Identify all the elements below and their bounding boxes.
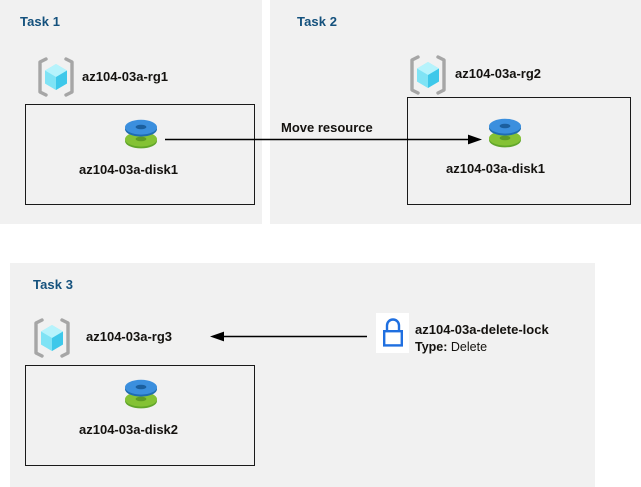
lock-label: az104-03a-delete-lock	[415, 322, 549, 337]
task-2-resource-label: az104-03a-disk1	[446, 161, 546, 176]
task-3-title: Task 3	[33, 277, 74, 292]
move-resource-label: Move resource	[281, 120, 373, 135]
task-1-panel	[0, 0, 262, 224]
task-3-panel	[10, 263, 595, 487]
lock-type-value: Delete	[447, 340, 488, 354]
managed-disk-icon	[122, 114, 160, 154]
task-3-resource-label: az104-03a-disk2	[79, 422, 179, 437]
task-1-resource-group-label: az104-03a-rg1	[82, 69, 168, 84]
lock-type-key: Type:	[415, 340, 448, 354]
task-3-resource-group-label: az104-03a-rg3	[86, 329, 172, 344]
lock-icon	[378, 315, 408, 351]
task-3-resource-box	[25, 365, 255, 466]
lock-type-row: Type: Delete	[415, 340, 487, 354]
managed-disk-icon	[486, 113, 524, 153]
task-2-resource-group-label: az104-03a-rg2	[455, 66, 541, 81]
task-2-title: Task 2	[297, 14, 338, 29]
task-1-title: Task 1	[20, 14, 61, 29]
task-2-panel	[270, 0, 641, 224]
task-1-resource-box	[25, 104, 255, 205]
resource-group-icon	[408, 54, 448, 96]
lock-to-resource-group-arrow	[205, 327, 370, 347]
resource-group-icon	[36, 56, 76, 98]
managed-disk-icon	[122, 374, 160, 414]
task-1-resource-label: az104-03a-disk1	[79, 162, 179, 177]
move-resource-arrow	[160, 130, 485, 150]
task-2-resource-box	[407, 97, 631, 205]
resource-group-icon	[32, 317, 72, 359]
